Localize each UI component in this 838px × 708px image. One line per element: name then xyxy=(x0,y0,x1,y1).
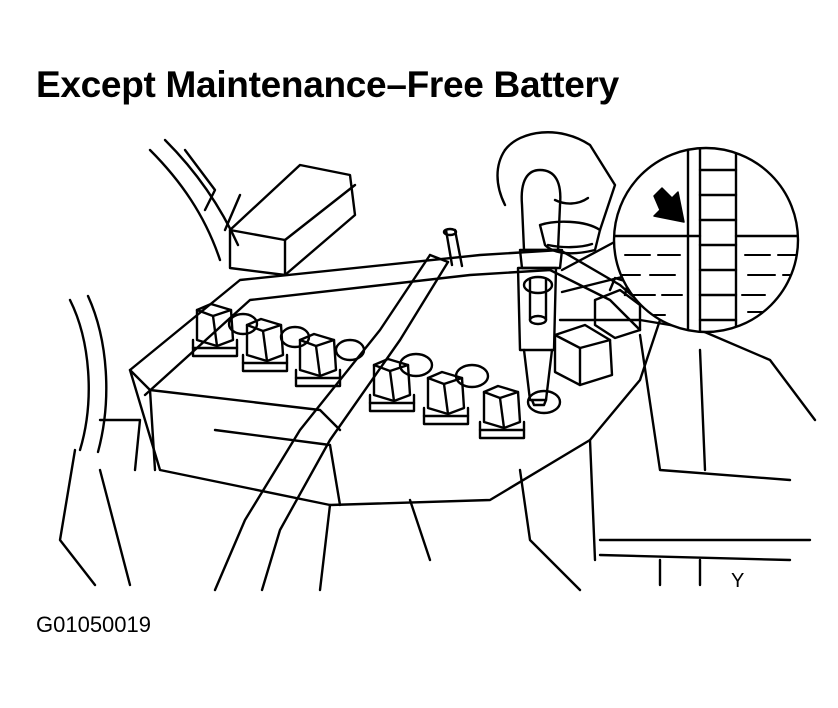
corner-mark: Y xyxy=(731,570,745,592)
hold-down-strap xyxy=(213,227,464,592)
page-title: Except Maintenance–Free Battery xyxy=(36,64,619,105)
engine-bay-background xyxy=(58,138,817,587)
cell-caps xyxy=(191,302,562,440)
cell-cap xyxy=(241,317,311,373)
cell-cap xyxy=(294,332,366,388)
level-arrow-icon xyxy=(653,187,685,223)
cell-cap xyxy=(368,352,434,413)
electrolyte-level-inset xyxy=(612,146,800,334)
hold-down-bracket xyxy=(223,163,357,277)
cell-cap xyxy=(422,363,490,426)
hand xyxy=(496,131,617,255)
cell-cap xyxy=(478,384,562,440)
hydrometer xyxy=(516,168,564,407)
cell-cap xyxy=(191,302,259,358)
figure-code: G01050019 xyxy=(36,612,151,637)
battery-terminal xyxy=(553,276,642,387)
level-scale xyxy=(686,148,738,332)
battery-case xyxy=(98,248,662,592)
inset-leader-line xyxy=(560,236,632,294)
